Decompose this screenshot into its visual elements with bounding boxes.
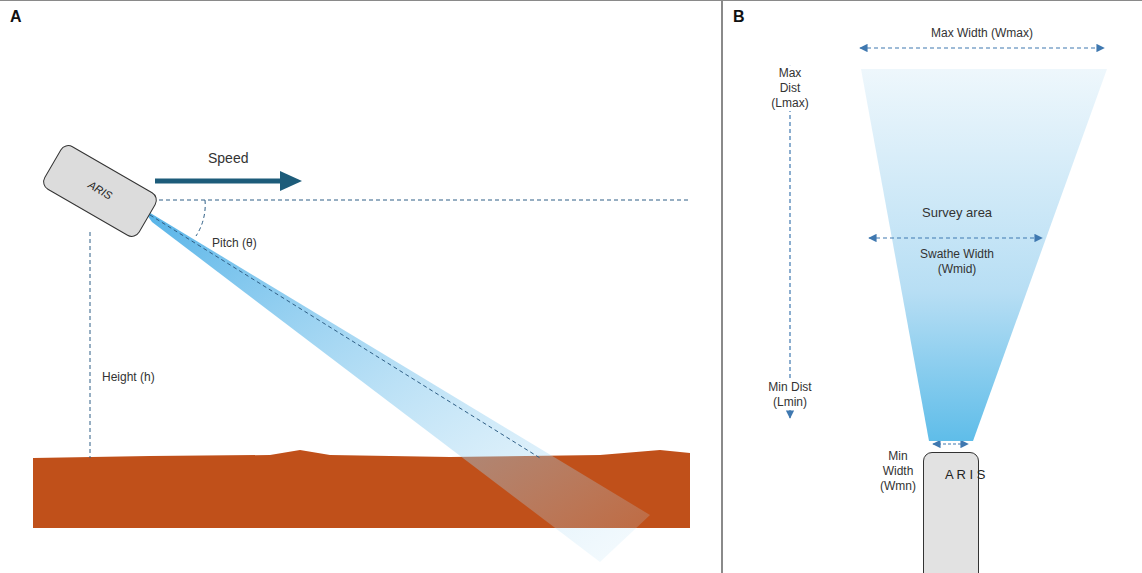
panel-letter: B <box>733 7 745 27</box>
swathe-width-dimension <box>869 237 1042 238</box>
speed-arrowhead <box>280 171 302 191</box>
min-width-dimension <box>933 443 968 444</box>
max-width-dimension <box>860 47 1104 48</box>
dimension-label: Max Dist (Lmax) <box>767 66 813 111</box>
max-dist-dimension <box>789 66 790 418</box>
sonar-device: A R I S <box>923 452 979 573</box>
dimension-label: Min Dist (Lmin) <box>767 380 813 410</box>
beam-centerline <box>150 215 540 458</box>
panel-letter: A <box>10 7 22 27</box>
panel-a-illustration <box>0 0 722 573</box>
node-text: ARIS <box>85 178 114 203</box>
dimension-label: Min Width (Wmn) <box>875 449 921 494</box>
sonar-beam <box>142 208 650 562</box>
dimension-label: Height (h) <box>102 370 155 385</box>
pitch-arc <box>196 200 205 236</box>
horizontal-reference <box>110 200 690 201</box>
dimension-label: Max Width (Wmax) <box>928 26 1036 41</box>
fan-polygon <box>861 69 1107 441</box>
panel: ARIS A <box>0 0 722 573</box>
node-text: Survey area <box>922 205 992 221</box>
dimension-label: Pitch (θ) <box>212 236 257 251</box>
height-line <box>90 232 91 458</box>
node-text: Swathe Width (Wmid) <box>912 247 1002 277</box>
node-text: A R I S <box>945 467 958 484</box>
survey-area-fan: Survey areaSwathe Width (Wmid) <box>859 67 1109 443</box>
speed-arrow <box>155 179 282 184</box>
dimension-label: Speed <box>208 150 248 168</box>
sonar-device: ARIS <box>40 142 160 240</box>
